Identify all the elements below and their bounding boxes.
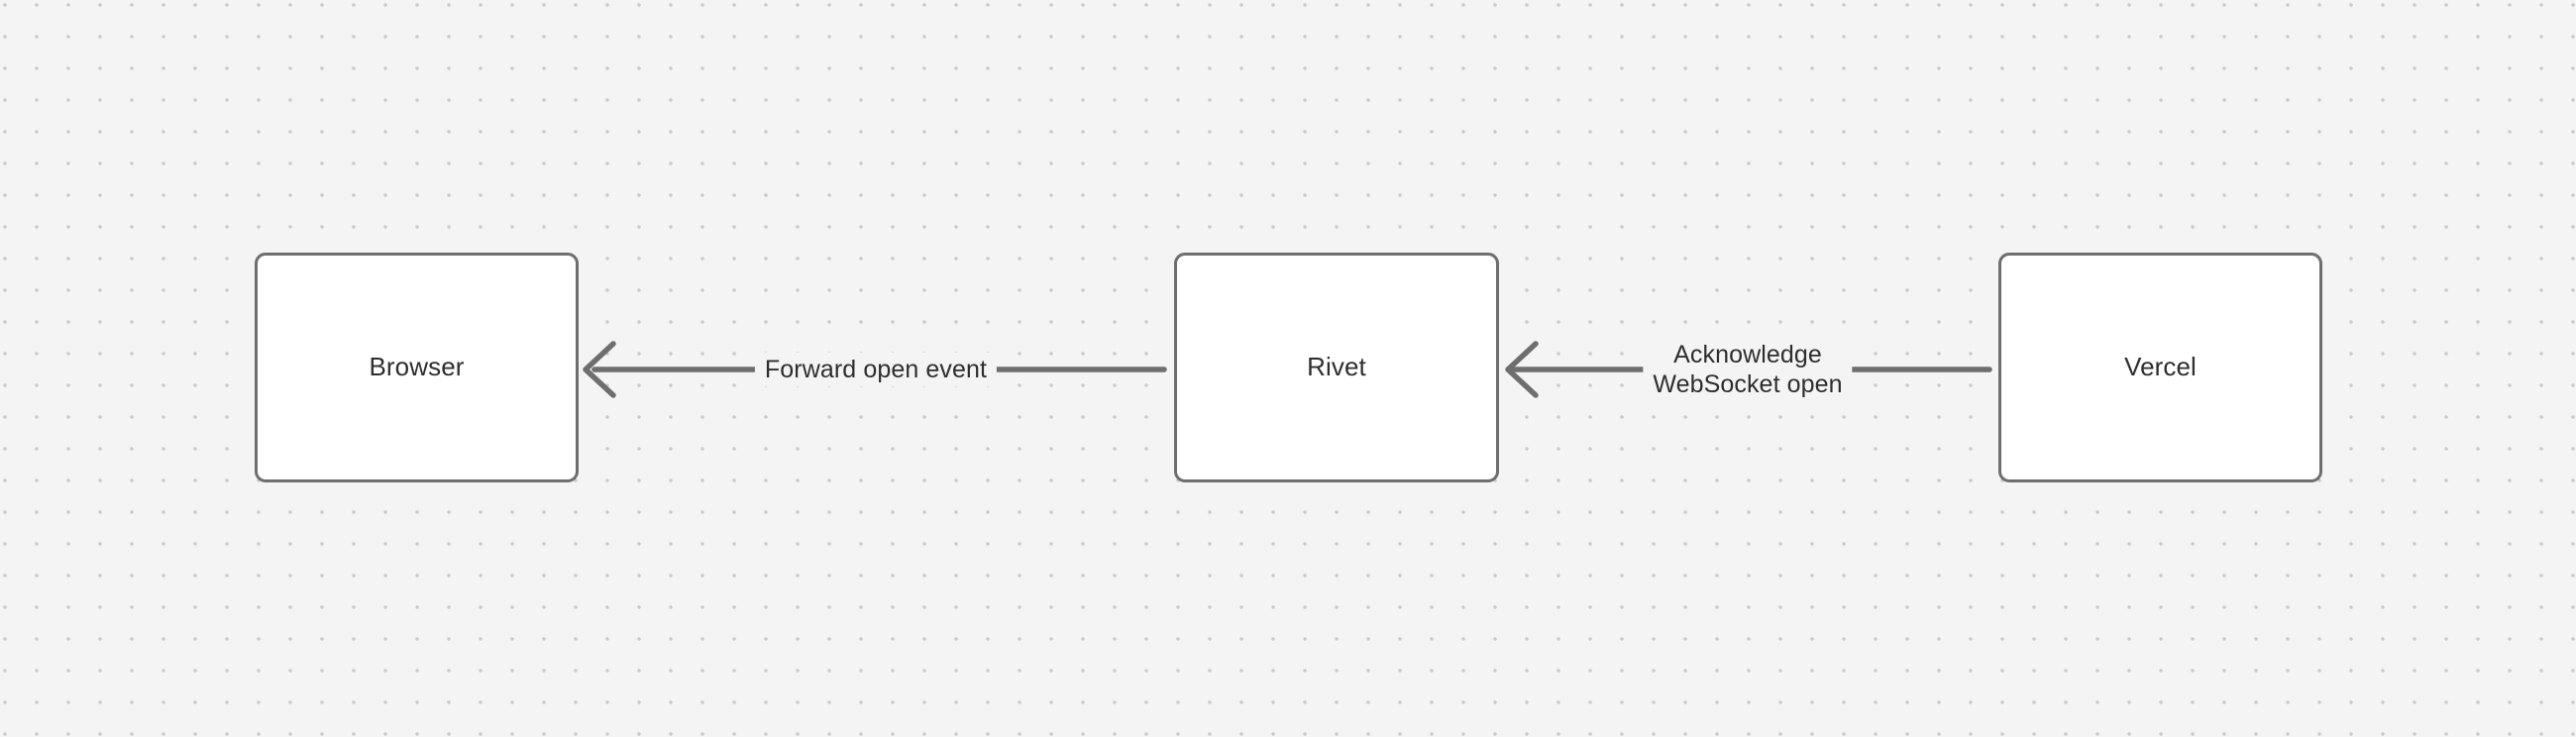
edge-label-line: Forward open event	[764, 356, 988, 383]
arrowhead-left-icon	[583, 341, 616, 398]
node-vercel[interactable]: Vercel	[1998, 253, 2322, 482]
node-label: Rivet	[1307, 352, 1366, 382]
edge-label-acknowledge-websocket-open: Acknowledge WebSocket open	[1643, 338, 1853, 401]
edge-label-line: Acknowledge	[1673, 341, 1822, 368]
node-rivet[interactable]: Rivet	[1174, 253, 1499, 482]
node-label: Vercel	[2124, 352, 2197, 382]
arrowhead-left-icon	[1505, 341, 1539, 398]
edge-label-forward-open-event: Forward open event	[754, 353, 998, 386]
node-browser[interactable]: Browser	[255, 253, 579, 482]
edge-label-line: WebSocket open	[1653, 370, 1843, 398]
node-label: Browser	[369, 352, 465, 382]
